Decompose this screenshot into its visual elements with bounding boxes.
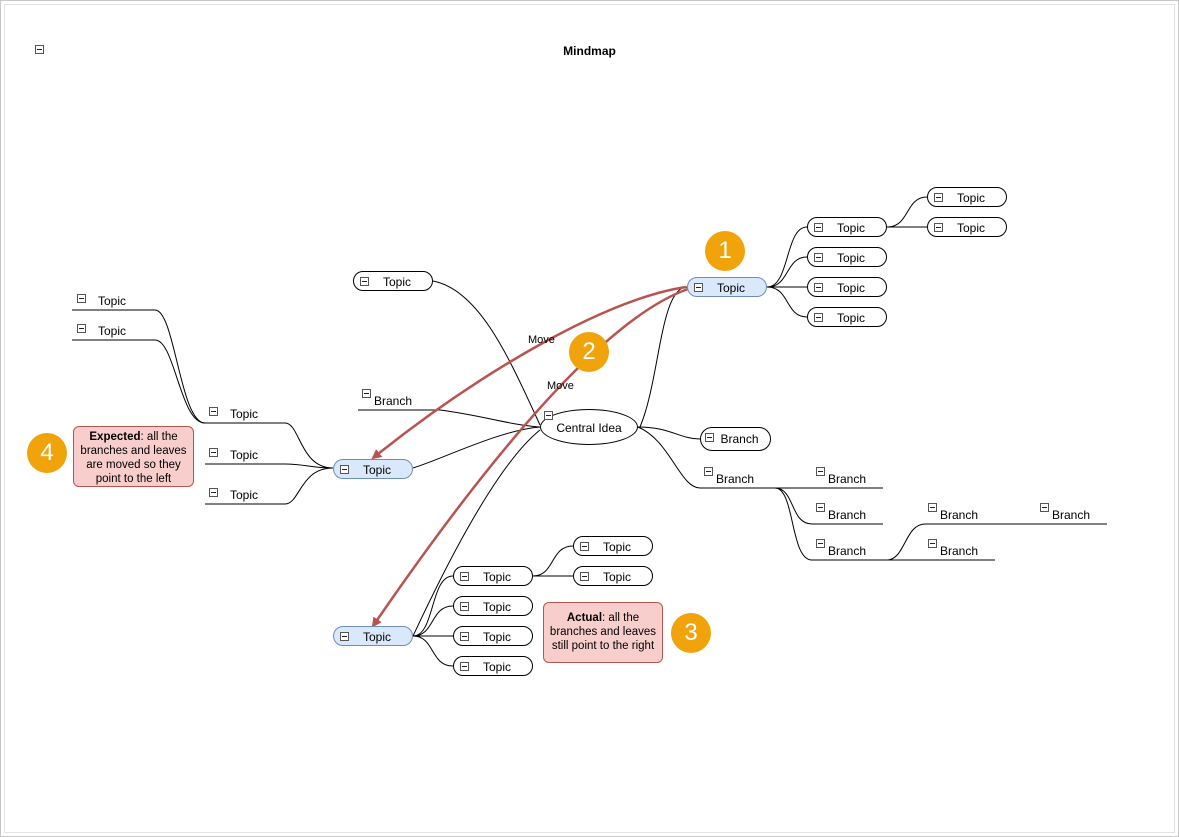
edge	[412, 575, 454, 637]
edge	[766, 286, 808, 318]
topic-node[interactable]: Topic	[807, 277, 887, 297]
topic-node[interactable]: Topic	[573, 536, 653, 556]
branch-label[interactable]: Branch	[828, 544, 867, 558]
central-idea-node[interactable]: Central Idea	[540, 409, 638, 445]
topic-label[interactable]: Topic	[230, 448, 259, 462]
collapse-icon[interactable]	[209, 448, 218, 457]
branch-node[interactable]: Branch	[700, 427, 771, 451]
collapse-icon[interactable]	[460, 662, 469, 671]
diagram-canvas	[4, 4, 1175, 833]
step-badge-1: 1	[705, 231, 745, 271]
edge	[774, 487, 887, 561]
edge	[205, 463, 334, 469]
edge	[886, 196, 928, 228]
move-label: Move	[547, 380, 574, 392]
branch-label[interactable]: Branch	[716, 472, 755, 486]
edge	[412, 635, 454, 667]
page-title: Mindmap	[563, 44, 616, 58]
edge	[637, 426, 701, 440]
collapse-icon[interactable]	[580, 542, 589, 551]
edge	[637, 426, 775, 489]
edge	[412, 429, 541, 637]
branch-label[interactable]: Branch	[828, 508, 867, 522]
topic-node-selected[interactable]: Topic	[333, 626, 413, 646]
collapse-icon[interactable]	[460, 632, 469, 641]
collapse-icon[interactable]	[460, 572, 469, 581]
branch-label[interactable]: Branch	[828, 472, 867, 486]
edge	[72, 339, 206, 424]
topic-node[interactable]: Topic	[927, 217, 1007, 237]
edge	[774, 487, 883, 525]
topic-node[interactable]: Topic	[453, 626, 533, 646]
topic-node[interactable]: Topic	[453, 656, 533, 676]
collapse-icon[interactable]	[580, 572, 589, 581]
collapse-icon[interactable]	[934, 193, 943, 202]
edge	[205, 422, 334, 469]
collapse-icon[interactable]	[928, 503, 937, 512]
edge	[205, 467, 334, 505]
collapse-icon[interactable]	[360, 277, 369, 286]
expected-note: Expected: all the branches and leaves ar…	[73, 426, 194, 487]
collapse-icon[interactable]	[816, 467, 825, 476]
topic-node[interactable]: Topic	[927, 187, 1007, 207]
collapse-icon[interactable]	[35, 45, 44, 54]
edge	[886, 523, 1107, 561]
collapse-icon[interactable]	[814, 313, 823, 322]
topic-label[interactable]: Topic	[98, 294, 127, 308]
step-badge-3: 3	[671, 613, 711, 653]
collapse-icon[interactable]	[934, 223, 943, 232]
branch-label[interactable]: Branch	[374, 394, 413, 408]
collapse-icon[interactable]	[209, 488, 218, 497]
topic-node[interactable]: Topic	[453, 596, 533, 616]
topic-node[interactable]: Topic	[453, 566, 533, 586]
edge	[639, 286, 688, 428]
collapse-icon[interactable]	[77, 294, 86, 303]
topic-label[interactable]: Topic	[230, 488, 259, 502]
edge	[766, 226, 808, 288]
move-arrow-1	[371, 285, 687, 460]
collapse-icon[interactable]	[340, 632, 349, 641]
collapse-icon[interactable]	[694, 283, 703, 292]
topic-node[interactable]: Topic	[807, 217, 887, 237]
collapse-icon[interactable]	[928, 539, 937, 548]
collapse-icon[interactable]	[460, 602, 469, 611]
edge	[72, 309, 206, 424]
edge	[432, 280, 541, 426]
collapse-icon[interactable]	[816, 539, 825, 548]
collapse-icon[interactable]	[814, 223, 823, 232]
edge	[412, 426, 541, 469]
move-label: Move	[528, 334, 555, 346]
actual-note: Actual: all the branches and leaves stil…	[543, 602, 663, 663]
collapse-icon[interactable]	[77, 324, 86, 333]
topic-node[interactable]: Topic	[807, 307, 887, 327]
collapse-icon[interactable]	[340, 465, 349, 474]
collapse-icon[interactable]	[814, 283, 823, 292]
edge	[532, 545, 574, 577]
collapse-icon[interactable]	[544, 411, 553, 420]
branch-label[interactable]: Branch	[940, 508, 979, 522]
topic-node-selected[interactable]: Topic	[333, 459, 413, 479]
branch-label[interactable]: Branch	[1052, 508, 1091, 522]
branch-label[interactable]: Branch	[940, 544, 979, 558]
collapse-icon[interactable]	[705, 433, 714, 442]
step-badge-2: 2	[569, 332, 609, 372]
topic-node[interactable]: Topic	[807, 247, 887, 267]
collapse-icon[interactable]	[704, 467, 713, 476]
edge	[412, 605, 454, 637]
step-badge-4: 4	[27, 433, 67, 473]
move-arrow-2	[371, 287, 689, 628]
collapse-icon[interactable]	[209, 407, 218, 416]
collapse-icon[interactable]	[816, 503, 825, 512]
edge	[766, 256, 808, 288]
topic-label[interactable]: Topic	[230, 407, 259, 421]
topic-node-selected[interactable]: Topic	[687, 277, 767, 297]
topic-node[interactable]: Topic	[353, 271, 433, 291]
collapse-icon[interactable]	[814, 253, 823, 262]
collapse-icon[interactable]	[362, 389, 371, 398]
edge	[358, 409, 541, 428]
topic-label[interactable]: Topic	[98, 324, 127, 338]
topic-node[interactable]: Topic	[573, 566, 653, 586]
collapse-icon[interactable]	[1040, 503, 1049, 512]
